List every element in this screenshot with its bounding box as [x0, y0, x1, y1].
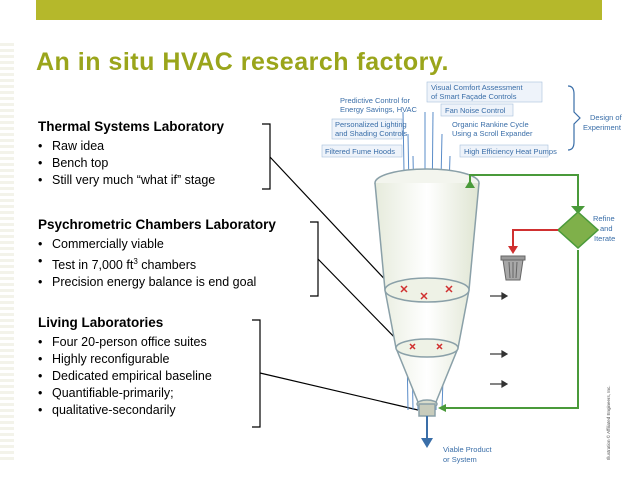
- bullet-item: Commercially viable: [38, 236, 276, 253]
- refine-label-line1: Refine: [593, 214, 615, 223]
- bullet-text: Test in 7,000 ft: [52, 258, 134, 273]
- bullet-item: Precision energy balance is end goal: [38, 274, 276, 291]
- bullet-item: Raw idea: [38, 138, 224, 155]
- refine-label-line2: and: [600, 224, 613, 233]
- illustration-credit: Illustration © Affiliated Engineers, Inc…: [605, 385, 611, 460]
- design-label-line1: Design of: [590, 113, 623, 122]
- connector-thermal: [269, 156, 393, 288]
- bullet-item: Bench top: [38, 155, 224, 172]
- section-living: Living Laboratories Four 20-person offic…: [38, 315, 212, 419]
- design-bracket: [567, 85, 581, 151]
- bracket-living: [252, 319, 261, 428]
- input-labels: Predictive Control for Energy Savings, H…: [321, 81, 557, 158]
- section-thermal: Thermal Systems Laboratory Raw idea Benc…: [38, 119, 224, 189]
- output-label-line2: or System: [443, 455, 477, 464]
- input-label: Visual Comfort Assessment: [431, 83, 523, 92]
- input-label: Predictive Control for: [340, 96, 411, 105]
- filter-disc-upper: [384, 277, 470, 303]
- input-label: of Smart Façade Controls: [431, 92, 517, 101]
- input-label: Organic Rankine Cycle: [452, 120, 529, 129]
- bullet-item: Still very much “what if” stage: [38, 172, 224, 189]
- input-label: and Shading Controls: [335, 129, 407, 138]
- design-label-line2: Experiment: [583, 123, 622, 132]
- refine-label-line3: Iterate: [594, 234, 615, 243]
- input-label: Energy Savings, HVAC: [340, 105, 418, 114]
- bullet-item: Four 20-person office suites: [38, 334, 212, 351]
- superscript: 3: [133, 257, 138, 266]
- funnel: [374, 168, 480, 417]
- section-brackets: [252, 123, 319, 428]
- bullet-item: qualitative-secondarily: [38, 402, 212, 419]
- slide-title: An in situ HVAC research factory.: [36, 48, 449, 76]
- bullet-item: Dedicated empirical baseline: [38, 368, 212, 385]
- input-label: Personalized Lighting: [335, 120, 407, 129]
- decision-diamond: [556, 210, 600, 250]
- section-psychrometric: Psychrometric Chambers Laboratory Commer…: [38, 217, 276, 291]
- connector-lines: [259, 156, 419, 411]
- left-decorative-stripe: [0, 40, 14, 460]
- input-label: Fan Noise Control: [445, 106, 506, 115]
- outlet-pipe: [418, 403, 436, 417]
- input-label: Using a Scroll Expander: [452, 129, 533, 138]
- feedback-arrowhead-up: [465, 180, 475, 188]
- stage-arrows: [490, 291, 509, 389]
- filter-disc-lower: [395, 338, 459, 358]
- top-accent-bar: [36, 0, 602, 20]
- trash-icon: [500, 255, 526, 281]
- filter-marks: [400, 285, 453, 350]
- input-label: Filtered Fume Hoods: [325, 147, 395, 156]
- connector-psychrometric: [317, 258, 401, 344]
- bracket-psychrometric: [310, 221, 319, 297]
- output-label-line1: Viable Product: [443, 445, 493, 454]
- input-label: High Efficiency Heat Pumps: [464, 147, 557, 156]
- reject-arrow: [512, 229, 558, 248]
- bracket-thermal: [262, 123, 271, 190]
- bullet-item: Test in 7,000 ft3 chambers: [38, 253, 276, 274]
- connector-living: [259, 372, 419, 411]
- bullet-continuation: qualitative-secondarily: [52, 403, 176, 417]
- output-arrowhead: [421, 438, 433, 448]
- bullet-item: Quantifiable-primarily;: [38, 385, 212, 402]
- bullet-text: chambers: [137, 258, 197, 273]
- section-heading: Psychrometric Chambers Laboratory: [38, 217, 276, 232]
- section-heading: Thermal Systems Laboratory: [38, 119, 225, 134]
- section-heading: Living Laboratories: [38, 315, 164, 330]
- bullet-item: Highly reconfigurable: [38, 351, 212, 368]
